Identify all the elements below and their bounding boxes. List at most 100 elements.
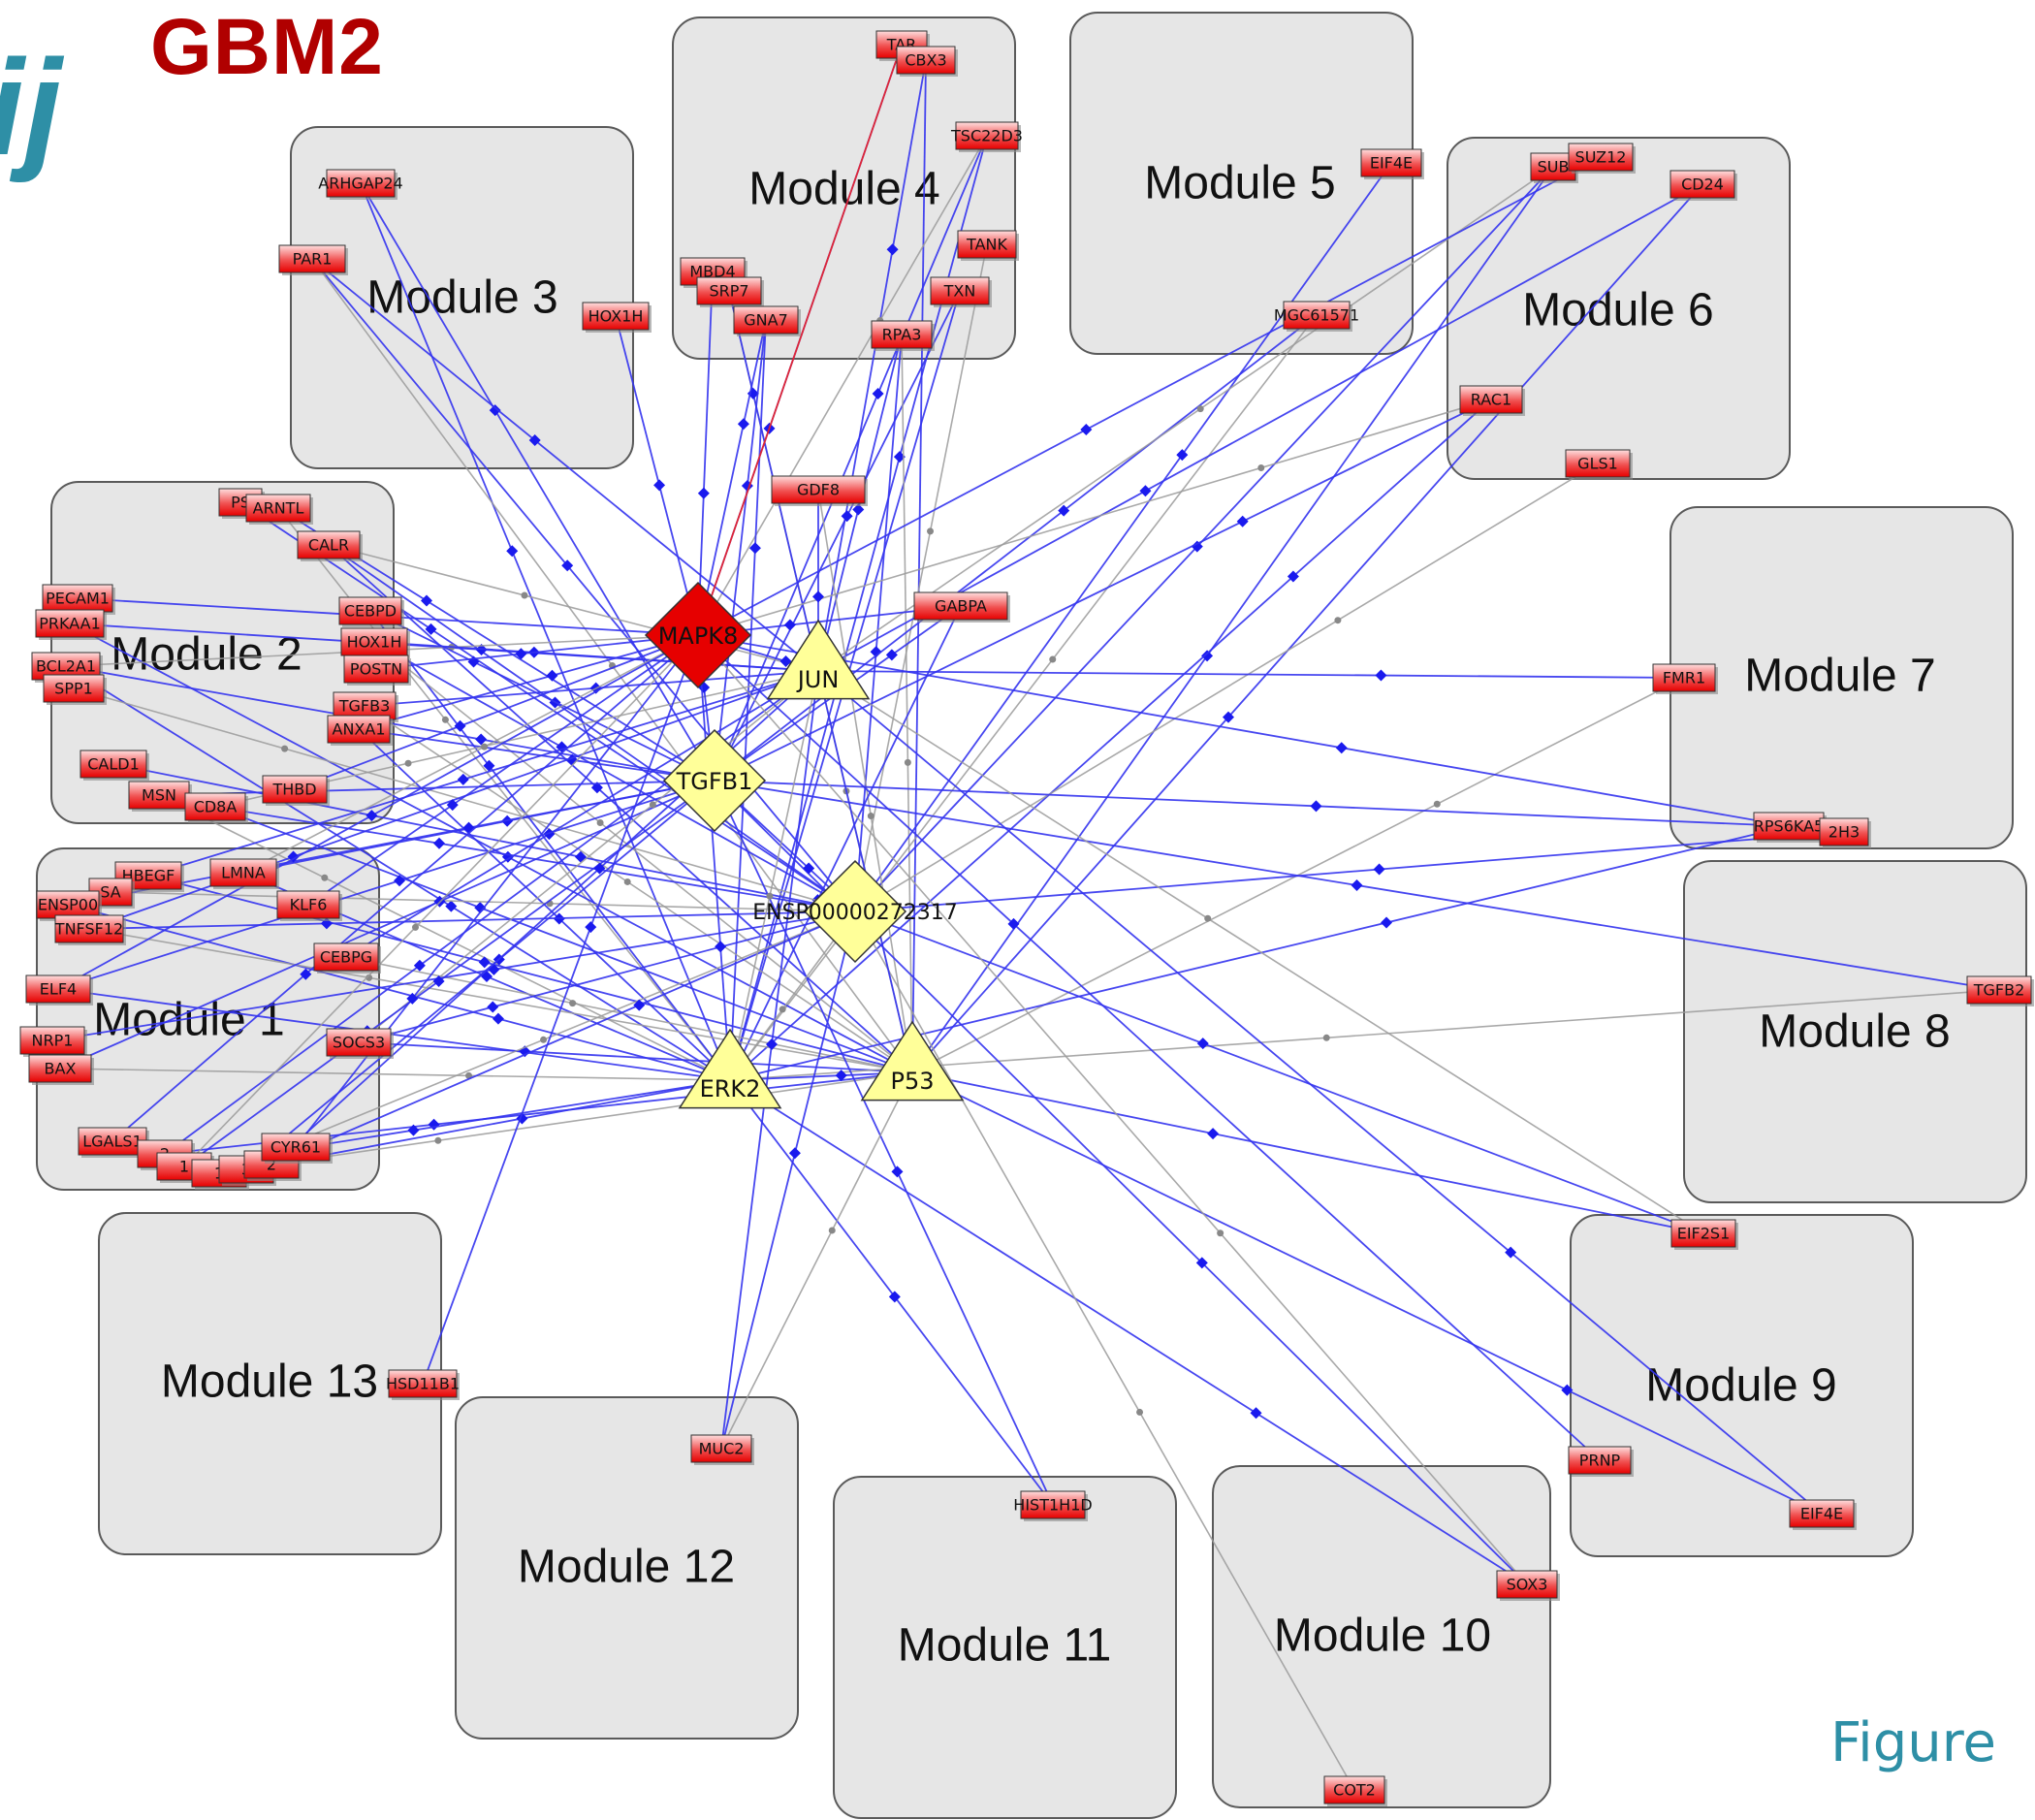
edge-p53-calr [328, 544, 913, 1073]
gene-node-suz12: SUZ12 [1568, 143, 1636, 174]
gene-node-arntl: ARNTL [245, 494, 313, 525]
gene-label-hbegf: HBEGF [122, 867, 175, 885]
edge-jun-eif4e-9 [817, 670, 1823, 1515]
gene-label-fmr1: FMR1 [1663, 669, 1705, 687]
edge-ensp-cot2 [854, 910, 1355, 1791]
partial-title-glyph: ij [0, 31, 62, 183]
edge-mapk8-postn [375, 634, 699, 670]
module-9-label: Module 9 [1645, 1360, 1836, 1412]
module-5-label: Module 5 [1144, 158, 1335, 209]
gene-label-calr: CALR [308, 536, 349, 555]
edge-tgfb1-mgc61571 [714, 314, 1318, 782]
edge-mapk8-lmna [242, 634, 699, 874]
gene-node-muc2: MUC2 [690, 1434, 754, 1465]
module-2-label: Module 2 [111, 629, 302, 681]
edge-erk2-sox3 [729, 1079, 1528, 1585]
gene-label-ensp00: ENSP00 [38, 896, 98, 914]
edge-ensp-muc2 [720, 910, 856, 1450]
gene-node-txn: TXN [930, 276, 992, 307]
edge-mapk8-suz12 [697, 156, 1602, 636]
gene-label-eif4e-9: EIF4E [1800, 1505, 1843, 1523]
edge-erk2-m4c [729, 319, 767, 1081]
gene-node-rps6ka5: RPS6KA5 [1753, 812, 1827, 843]
module-12-label: Module 12 [518, 1542, 735, 1593]
module-11-label: Module 11 [898, 1620, 1112, 1672]
gene-node-cebpd: CEBPD [338, 596, 404, 627]
edge-jun-cebpg [345, 670, 819, 958]
gene-label-txn: TXN [943, 282, 976, 301]
gene-node-postn: POSTN [343, 655, 411, 686]
gene-label-m4b: SRP7 [709, 282, 748, 301]
edge-tgfb1-tgfb2 [714, 780, 2000, 991]
module-11-box: Module 11 [833, 1476, 1177, 1819]
edge-erk2-arhgap24 [360, 182, 731, 1081]
gene-label-cbx3: CBX3 [905, 51, 946, 70]
gene-node-arhgap24: ARHGAP24 [318, 169, 403, 200]
edge-p53-cd8a [214, 806, 913, 1073]
gene-node-eif4e-9: EIF4E [1789, 1499, 1857, 1530]
edge-ensp-m1c [218, 910, 856, 1174]
edge-p53-hox1h-2 [373, 641, 913, 1073]
edge-ensp-rpa3 [854, 334, 903, 912]
module-8-box: Module 8 [1683, 860, 2027, 1203]
gene-node-gls1: GLS1 [1565, 449, 1633, 480]
gene-node-msn: MSN [128, 781, 192, 812]
edge-erk2-mgc61571 [729, 314, 1318, 1081]
edge-ensp-socs3 [358, 910, 856, 1043]
gene-label-hox1h: HOX1H [588, 307, 644, 326]
gene-node-lgals1: LGALS1 [78, 1127, 149, 1158]
module-6-box: Module 6 [1447, 137, 1791, 480]
gene-node-elf4: ELF4 [25, 974, 93, 1006]
edge-erk2-ensp00 [67, 904, 731, 1081]
edge-ensp-gls1 [854, 463, 1599, 912]
edge-p53-gdf8 [817, 489, 913, 1073]
module-6-label: Module 6 [1522, 285, 1713, 336]
edge-p53-hbegf [147, 875, 913, 1073]
gene-label-nrp1: NRP1 [32, 1032, 74, 1050]
edge-mapk8-rac1 [697, 399, 1492, 636]
edge-erk2-rac1 [729, 399, 1492, 1081]
gene-label-elf4: ELF4 [40, 980, 77, 999]
gene-node-cebpg: CEBPG [313, 942, 381, 974]
gene-label-prkaa: PRKAA1 [39, 615, 101, 633]
gene-node-cald1: CALD1 [79, 750, 149, 781]
module-13-box: Module 13 [98, 1212, 442, 1555]
module-10-box: Module 10 [1212, 1465, 1551, 1808]
gene-label-m1e: 2 [267, 1156, 276, 1174]
edge-jun-muc2 [720, 670, 819, 1450]
gene-label-pecam1: PECAM1 [46, 590, 110, 608]
gene-label-msn: MSN [142, 786, 176, 805]
module-5-box: Module 5 [1069, 12, 1414, 355]
hub-node-jun: JUN [766, 619, 871, 700]
gene-node-tank: TANK [957, 230, 1019, 261]
edge-ensp-tank [854, 243, 988, 912]
gene-label-m1b: 1 [179, 1158, 189, 1176]
gene-label-klf6: KLF6 [290, 896, 328, 914]
gene-label-hist1h1d: HIST1H1D [1013, 1496, 1092, 1515]
edge-p53-cd24 [911, 183, 1703, 1073]
gene-node-cd8a: CD8A [184, 792, 248, 823]
edge-erk2-hist1h1d [729, 1079, 1054, 1506]
edge-ensp-eif4e-5 [854, 162, 1392, 912]
gene-label-cot2: COT2 [1333, 1781, 1376, 1800]
edge-tgfb1-txn [714, 290, 961, 782]
gene-node-gdf8: GDF8 [771, 475, 868, 506]
gene-node-hox1h-2: HOX1H [340, 627, 410, 658]
gene-node-prnp: PRNP [1568, 1446, 1634, 1477]
gene-node-sox3: SOX3 [1496, 1570, 1560, 1601]
edge-mapk8-thbd [294, 634, 699, 790]
hub-label-p53: P53 [890, 1068, 934, 1095]
gene-node-par1: PAR1 [278, 244, 348, 275]
gene-node-hox1h: HOX1H [582, 302, 652, 333]
module-1-label: Module 1 [93, 995, 284, 1046]
gene-node-klf6: KLF6 [276, 890, 342, 921]
edge-jun-cd24 [817, 183, 1703, 672]
hub-node-p53: P53 [860, 1020, 965, 1102]
gene-label-gabpa: GABPA [935, 597, 987, 616]
gene-label-sox3: SOX3 [1507, 1576, 1548, 1594]
edge-jun-sub [817, 166, 1554, 672]
gene-label-eif4e-5: EIF4E [1370, 154, 1413, 173]
edge-jun-par1 [311, 258, 819, 672]
edge-ensp-spx [73, 687, 856, 912]
edge-mapk8-elf4 [57, 634, 699, 990]
